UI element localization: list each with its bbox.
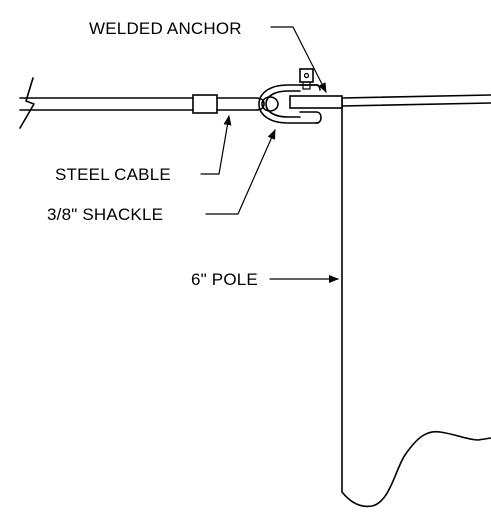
welded-anchor: [289, 68, 343, 109]
steel-cable: [19, 77, 265, 129]
label-pole: 6" POLE: [191, 270, 258, 289]
pole: [341, 94, 491, 508]
label-welded-anchor: WELDED ANCHOR: [89, 19, 242, 38]
label-shackle-group: 3/8" SHACKLE: [47, 129, 276, 224]
label-pole-group: 6" POLE: [191, 270, 339, 289]
label-shackle: 3/8" SHACKLE: [47, 205, 163, 224]
label-steel-cable: STEEL CABLE: [55, 165, 171, 184]
label-welded-anchor-group: WELDED ANCHOR: [89, 19, 327, 93]
label-steel-cable-group: STEEL CABLE: [55, 115, 232, 184]
